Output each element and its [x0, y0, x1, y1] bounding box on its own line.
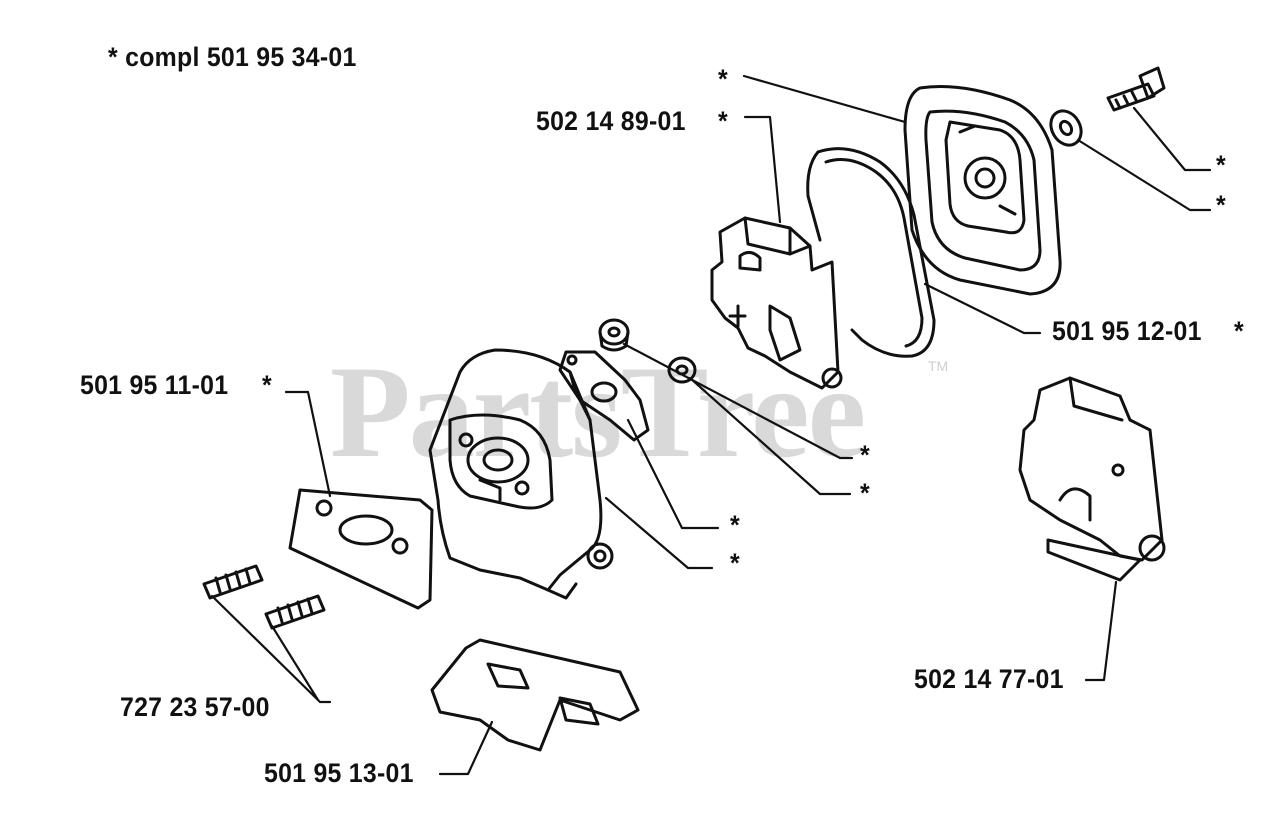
asterisk-501-95-11-01: * [262, 370, 272, 400]
asterisk-gasket: * [730, 510, 740, 540]
part-number-502-14-77-01: 502 14 77-01 [914, 664, 1064, 694]
leader-filter-cover [742, 74, 907, 124]
part-number-501-95-11-01: 501 95 11-01 [80, 370, 229, 400]
carburetor-body [428, 348, 614, 600]
leader-studs [210, 594, 332, 704]
carburetor-gasket [558, 350, 650, 442]
washer [1049, 109, 1083, 147]
mounting-plate-501-95-11-01 [288, 488, 434, 610]
leader-502-14-77-01 [1084, 580, 1118, 682]
asterisk-washer: * [1216, 190, 1226, 220]
asterisk-501-95-12-01: * [1234, 316, 1244, 346]
asterisk-spacer-1: * [860, 440, 870, 470]
asterisk-502-14-89-01: * [718, 106, 728, 136]
stud-2 [264, 594, 326, 630]
leader-501-95-11-01 [284, 390, 332, 498]
asterisk-carburetor: * [730, 548, 740, 578]
asterisk-filter-cover: * [718, 64, 728, 94]
leader-spacer-2 [688, 376, 852, 496]
part-number-501-95-13-01: 501 95 13-01 [264, 758, 414, 788]
asterisk-bolt: * [1216, 150, 1226, 180]
bracket-502-14-77-01 [1018, 376, 1166, 582]
leader-gasket [626, 418, 720, 530]
trademark-mark: TM [928, 358, 949, 374]
leader-501-95-13-01 [438, 720, 494, 776]
asterisk-spacer-2: * [860, 478, 870, 508]
compl-note: * compl 501 95 34-01 [108, 42, 357, 72]
part-number-727-23-57-00: 727 23 57-00 [120, 692, 270, 722]
leader-washer [1076, 138, 1212, 212]
part-number-501-95-12-01: 501 95 12-01 [1052, 316, 1202, 346]
bolt [1106, 66, 1166, 112]
leader-501-95-12-01 [923, 282, 1042, 335]
bracket-502-14-89-01 [710, 216, 843, 390]
part-number-502-14-89-01: 502 14 89-01 [536, 106, 686, 136]
bottom-plate-501-95-13-01 [430, 638, 640, 752]
spacer-sleeve-1 [598, 318, 630, 352]
air-filter-cover [903, 85, 1062, 296]
leader-bolt [1132, 106, 1212, 172]
stud-1 [202, 564, 264, 600]
filter-gasket-ring [806, 147, 936, 358]
leader-carburetor [604, 496, 714, 570]
leader-spacer-1 [622, 342, 854, 460]
leader-502-14-89-01 [743, 115, 782, 224]
